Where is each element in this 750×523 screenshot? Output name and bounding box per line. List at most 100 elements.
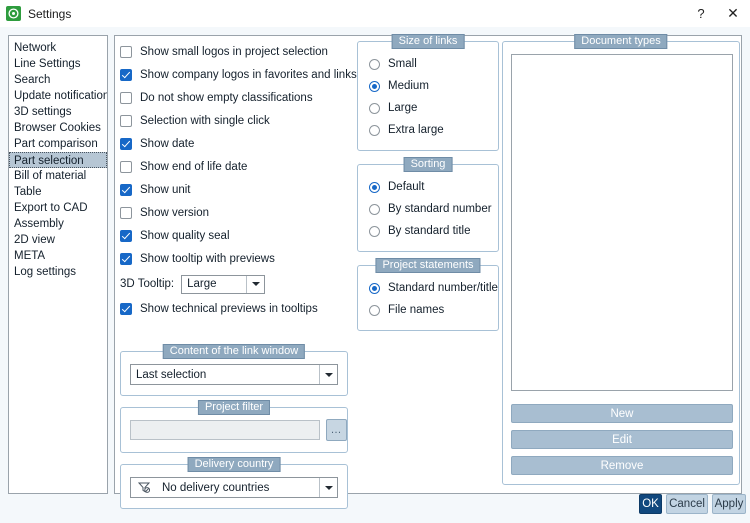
radio-row-sorting-default[interactable]: Default bbox=[358, 176, 498, 198]
checkbox-label-show-quality-seal: Show quality seal bbox=[140, 229, 230, 242]
radio-size-extra-large[interactable] bbox=[369, 124, 380, 136]
checkbox-row-show-unit[interactable]: Show unit bbox=[120, 178, 350, 201]
sidebar-item-assembly[interactable]: Assembly bbox=[14, 218, 64, 230]
radio-row-size-small[interactable]: Small bbox=[358, 53, 498, 75]
sidebar-item-update-notification[interactable]: Update notification bbox=[14, 90, 108, 102]
group-content-of-link-window: Content of the link window Last selectio… bbox=[120, 344, 348, 396]
tooltip-3d-value: Large bbox=[187, 278, 217, 290]
chevron-down-icon[interactable] bbox=[319, 365, 337, 384]
checkbox-row-show-tooltip-with-previews[interactable]: Show tooltip with previews bbox=[120, 247, 350, 270]
radio-row-size-medium[interactable]: Medium bbox=[358, 75, 498, 97]
radio-label-sorting-by-standard-title: By standard title bbox=[388, 225, 471, 237]
checkbox-show-version[interactable] bbox=[120, 206, 132, 219]
checkbox-show-unit[interactable] bbox=[120, 183, 132, 196]
document-types-listbox[interactable] bbox=[511, 54, 733, 391]
checkbox-show-date[interactable] bbox=[120, 137, 132, 150]
delivery-country-select[interactable]: No delivery countries bbox=[130, 477, 338, 498]
sidebar-item-network[interactable]: Network bbox=[14, 42, 57, 54]
link-window-content-select[interactable]: Last selection bbox=[130, 364, 338, 385]
group-delivery-country: Delivery country No delivery countries bbox=[120, 457, 348, 509]
checkbox-row-show-date[interactable]: Show date bbox=[120, 132, 350, 155]
delivery-country-value: No delivery countries bbox=[162, 481, 270, 494]
checkbox-show-company-logos[interactable] bbox=[120, 68, 132, 81]
radio-size-small[interactable] bbox=[369, 58, 380, 70]
radio-row-size-extra-large[interactable]: Extra large bbox=[358, 119, 498, 141]
radio-label-size-large: Large bbox=[388, 102, 418, 114]
radio-label-sorting-default: Default bbox=[388, 181, 425, 193]
settings-dialog: Network Line Settings Search Update noti… bbox=[0, 27, 750, 523]
group-document-types: Document types New Edit Remove bbox=[502, 34, 740, 485]
close-icon[interactable]: ✕ bbox=[727, 5, 739, 21]
sidebar-item-bill-of-material[interactable]: Bill of material bbox=[14, 170, 87, 182]
sidebar-item-export-to-cad[interactable]: Export to CAD bbox=[14, 202, 88, 214]
sidebar-item-3d-settings[interactable]: 3D settings bbox=[14, 106, 72, 118]
checkbox-label-single-click-selection: Selection with single click bbox=[140, 114, 270, 127]
group-legend-document-types: Document types bbox=[574, 34, 668, 49]
sidebar-item-table[interactable]: Table bbox=[14, 186, 42, 198]
sidebar-item-log-settings[interactable]: Log settings bbox=[14, 266, 77, 278]
checkbox-row-show-quality-seal[interactable]: Show quality seal bbox=[120, 224, 350, 247]
checkbox-row-hide-empty-classifications[interactable]: Do not show empty classifications bbox=[120, 86, 350, 109]
sidebar-item-meta[interactable]: META bbox=[14, 250, 46, 262]
link-window-content-value: Last selection bbox=[136, 368, 207, 381]
radio-size-medium[interactable] bbox=[369, 80, 380, 92]
radio-sorting-default[interactable] bbox=[369, 181, 380, 193]
cancel-button[interactable]: Cancel bbox=[666, 494, 708, 514]
radio-label-size-extra-large: Extra large bbox=[388, 124, 444, 136]
radio-label-sorting-by-standard-number: By standard number bbox=[388, 203, 492, 215]
sidebar-item-search[interactable]: Search bbox=[14, 74, 51, 86]
new-document-type-button[interactable]: New bbox=[511, 404, 733, 423]
checkbox-row-show-version[interactable]: Show version bbox=[120, 201, 350, 224]
apply-button[interactable]: Apply bbox=[712, 494, 746, 514]
checkbox-show-tooltip-with-previews[interactable] bbox=[120, 252, 132, 265]
radio-row-sorting-by-standard-title[interactable]: By standard title bbox=[358, 220, 498, 242]
checkbox-show-end-of-life-date[interactable] bbox=[120, 160, 132, 173]
radio-sorting-by-standard-title[interactable] bbox=[369, 225, 380, 237]
sidebar-item-browser-cookies[interactable]: Browser Cookies bbox=[14, 122, 101, 134]
checkbox-label-show-end-of-life-date: Show end of life date bbox=[140, 160, 248, 173]
sidebar-item-part-comparison[interactable]: Part comparison bbox=[14, 138, 98, 150]
project-filter-input[interactable] bbox=[130, 420, 320, 440]
radio-row-size-large[interactable]: Large bbox=[358, 97, 498, 119]
help-icon[interactable]: ? bbox=[697, 6, 705, 21]
sidebar-item-part-selection[interactable]: Part selection bbox=[9, 152, 107, 168]
sidebar-item-line-settings[interactable]: Line Settings bbox=[14, 58, 81, 70]
checkbox-show-quality-seal[interactable] bbox=[120, 229, 132, 242]
group-legend-delivery-country: Delivery country bbox=[187, 457, 281, 472]
checkbox-label-show-version: Show version bbox=[140, 206, 210, 219]
radio-statement-file-names[interactable] bbox=[369, 304, 380, 316]
checkbox-show-small-logos[interactable] bbox=[120, 45, 132, 58]
radio-row-statement-standard-number-title[interactable]: Standard number/title bbox=[358, 277, 498, 299]
group-project-filter: Project filter … bbox=[120, 400, 348, 453]
sidebar-item-2d-view[interactable]: 2D view bbox=[14, 234, 55, 246]
remove-document-type-button[interactable]: Remove bbox=[511, 456, 733, 475]
tooltip-3d-select[interactable]: Large bbox=[181, 274, 266, 294]
checkbox-label-show-small-logos: Show small logos in project selection bbox=[140, 45, 328, 58]
checkbox-row-show-company-logos[interactable]: Show company logos in favorites and link… bbox=[120, 63, 357, 86]
checkbox-single-click-selection[interactable] bbox=[120, 114, 132, 127]
group-legend-content-of-link-window: Content of the link window bbox=[162, 344, 306, 359]
chevron-down-icon[interactable] bbox=[246, 275, 265, 293]
radio-row-statement-file-names[interactable]: File names bbox=[358, 299, 498, 321]
ok-button[interactable]: OK bbox=[639, 494, 662, 514]
radio-size-large[interactable] bbox=[369, 102, 380, 114]
checkbox-label-show-unit: Show unit bbox=[140, 183, 191, 196]
checkbox-label-hide-empty-classifications: Do not show empty classifications bbox=[140, 91, 313, 104]
checkbox-row-show-end-of-life-date[interactable]: Show end of life date bbox=[120, 155, 350, 178]
tooltip-3d-label: 3D Tooltip: bbox=[120, 278, 175, 290]
radio-row-sorting-by-standard-number[interactable]: By standard number bbox=[358, 198, 498, 220]
settings-category-list[interactable]: Network Line Settings Search Update noti… bbox=[8, 35, 108, 494]
checkbox-row-show-technical-previews[interactable]: Show technical previews in tooltips bbox=[120, 297, 350, 320]
checkbox-label-show-date: Show date bbox=[140, 137, 195, 150]
edit-document-type-button[interactable]: Edit bbox=[511, 430, 733, 449]
checkbox-row-show-small-logos[interactable]: Show small logos in project selection bbox=[120, 40, 350, 63]
group-legend-size-of-links: Size of links bbox=[391, 34, 465, 49]
checkbox-row-single-click-selection[interactable]: Selection with single click bbox=[120, 109, 350, 132]
checkbox-hide-empty-classifications[interactable] bbox=[120, 91, 132, 104]
radio-sorting-by-standard-number[interactable] bbox=[369, 203, 380, 215]
checkbox-show-technical-previews[interactable] bbox=[120, 302, 132, 315]
dialog-footer: OK Cancel Apply bbox=[0, 494, 750, 523]
chevron-down-icon[interactable] bbox=[319, 478, 337, 497]
radio-statement-standard-number-title[interactable] bbox=[369, 282, 380, 294]
project-filter-browse-button[interactable]: … bbox=[326, 419, 347, 441]
